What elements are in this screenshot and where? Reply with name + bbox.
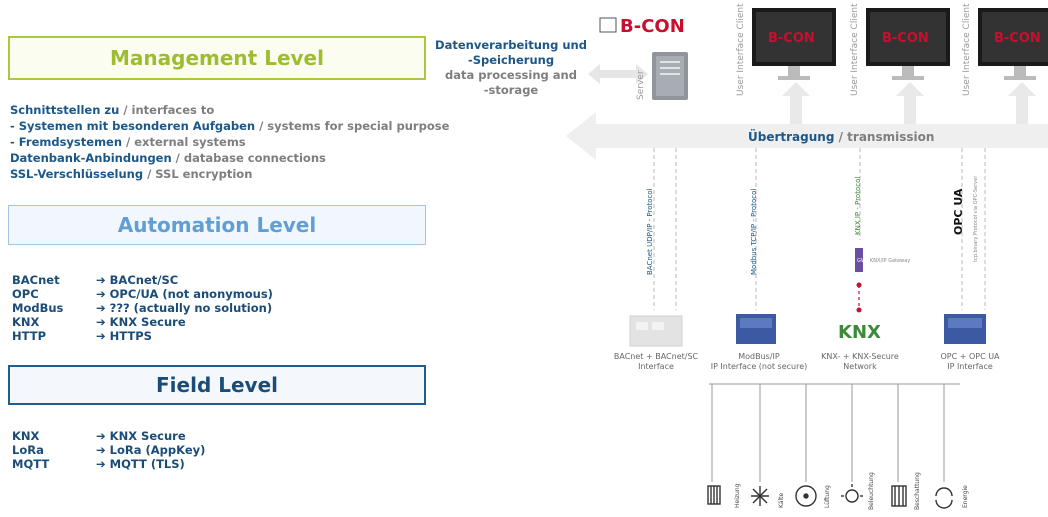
logo-text-server: B-CON xyxy=(620,16,685,37)
server-label: Server xyxy=(636,70,646,100)
client-up-arrows xyxy=(782,82,1036,124)
transmission-label: Übertragung / transmission xyxy=(748,129,934,144)
gateway-dot-bottom xyxy=(856,307,862,313)
label-lighting: Beleuchtung xyxy=(868,472,875,510)
logo-text-client-2: B-CON xyxy=(882,31,929,46)
field-to-0: ➔ KNX Secure xyxy=(96,429,186,443)
automation-level-title: Automation Level xyxy=(8,205,426,245)
auto-to-1: ➔ OPC/UA (not anonymous) xyxy=(96,287,273,301)
field-from-1: LoRa xyxy=(12,443,44,457)
client-label-2: User Interface Client xyxy=(850,3,860,96)
protocol-modbus: Modbus TCP/IP - Protocol xyxy=(750,189,758,275)
processing-caption: Datenverarbeitung und -Speicherung data … xyxy=(435,38,587,97)
field-from-2: MQTT xyxy=(12,457,50,471)
svg-text:GW: GW xyxy=(857,258,866,264)
device-opc-interface xyxy=(944,314,986,344)
auto-from-1: OPC xyxy=(12,287,39,301)
logo-text-client-1: B-CON xyxy=(768,31,815,46)
knx-network-logo: KNX xyxy=(838,322,881,343)
client-monitor-3 xyxy=(978,8,1048,80)
server-icon xyxy=(652,52,688,100)
label-cooling: Kälte xyxy=(778,492,785,508)
interfaces-line-external: - Fremdsystemen / external systems xyxy=(10,135,246,149)
cooling-icon xyxy=(751,486,769,506)
label-shading: Beschattung xyxy=(914,472,921,510)
label-energy: Energie xyxy=(962,485,969,508)
auto-from-3: KNX xyxy=(12,315,40,329)
ventilation-icon xyxy=(795,485,817,507)
field-drops xyxy=(711,384,945,482)
auto-to-4: ➔ HTTPS xyxy=(96,329,152,343)
management-level-title: Management Level xyxy=(8,36,426,80)
architecture-diagram: B-CON B-CON B-CON B-CON Übertragung / tr… xyxy=(566,8,1048,509)
gateway-label: KNX/IP Gateway xyxy=(870,258,910,264)
bcon-logo-server: B-CON xyxy=(599,16,685,37)
label-heating: Heizung xyxy=(734,483,741,508)
client-monitor-2 xyxy=(866,8,950,80)
database-connections: Datenbank-Anbindungen / database connect… xyxy=(10,151,326,165)
shading-icon xyxy=(891,485,907,507)
field-to-1: ➔ LoRa (AppKey) xyxy=(96,443,206,457)
client-monitor-1 xyxy=(752,8,836,80)
auto-to-3: ➔ KNX Secure xyxy=(96,315,186,329)
gateway-dot-top xyxy=(856,282,862,288)
energy-icon xyxy=(935,487,953,509)
auto-from-2: ModBus xyxy=(12,301,64,315)
interfaces-line-special: - Systemen mit besonderen Aufgaben / sys… xyxy=(10,119,450,133)
device-modbus-interface xyxy=(736,314,776,344)
lighting-icon xyxy=(841,484,863,503)
logo-text-client-3: B-CON xyxy=(994,31,1041,46)
storage-arrow xyxy=(588,64,648,84)
field-to-2: ➔ MQTT (TLS) xyxy=(96,457,185,471)
device-bacnet-interface xyxy=(629,315,683,347)
client-label-1: User Interface Client xyxy=(736,3,746,96)
protocol-opc: OPC UA xyxy=(952,188,965,235)
client-label-3: User Interface Client xyxy=(962,3,972,96)
field-level-title: Field Level xyxy=(8,365,426,405)
protocol-opc-sub: tcp.binary Protocol via OPC-Server xyxy=(973,175,979,262)
auto-to-2: ➔ ??? (actually no solution) xyxy=(96,301,273,315)
auto-to-0: ➔ BACnet/SC xyxy=(96,273,179,287)
auto-from-0: BACnet xyxy=(12,273,60,287)
knx-gateway-icon: GW xyxy=(855,248,866,272)
label-ventilation: Lüftung xyxy=(824,485,831,508)
ssl-encryption: SSL-Verschlüsselung / SSL encryption xyxy=(10,167,253,181)
interfaces-heading: Schnittstellen zu / interfaces to xyxy=(10,103,215,117)
transmission-band xyxy=(566,112,1048,160)
protocol-bacnet: BACnet UDP/IP - Protocol xyxy=(646,188,654,275)
heating-icon xyxy=(707,485,721,505)
protocol-lines xyxy=(653,148,986,310)
auto-from-4: HTTP xyxy=(12,329,47,343)
field-from-0: KNX xyxy=(12,429,40,443)
protocol-knx: KNX IP - Protocol xyxy=(854,177,862,235)
